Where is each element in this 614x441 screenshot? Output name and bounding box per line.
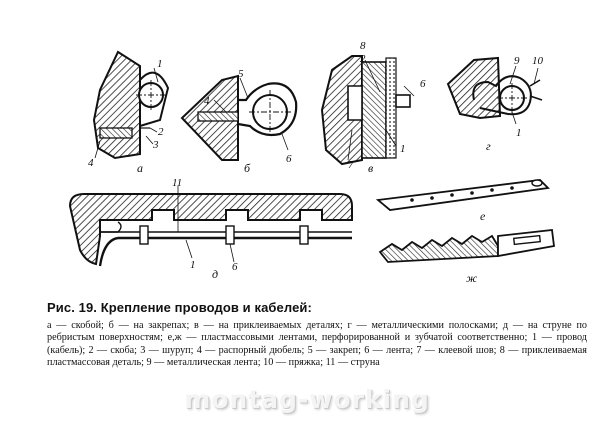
perforated-tape-e	[375, 179, 550, 211]
metal-strip-g	[472, 75, 532, 116]
hook-d	[100, 221, 122, 233]
view-d-caption: д	[212, 267, 218, 281]
bracket-v	[347, 85, 363, 121]
view-v-caption: в	[368, 161, 373, 175]
wall-section-v	[320, 55, 363, 166]
end-stud-e	[531, 179, 543, 187]
strap-d-2	[225, 225, 235, 245]
glued-part-v	[361, 61, 387, 159]
view-g-metal-strip: 9 10 1 г	[446, 55, 544, 153]
label-d-6: 6	[232, 261, 238, 273]
label-v-8: 8	[360, 40, 366, 52]
label-b-6: 6	[286, 153, 292, 165]
label-a-3: 3	[152, 139, 159, 151]
view-g-caption: г	[486, 139, 491, 153]
label-a-4: 4	[88, 157, 94, 169]
ribbed-surface-d	[68, 193, 353, 266]
view-a-caption: а	[137, 161, 143, 175]
toothed-tape-zh	[378, 234, 499, 263]
watermark: montag-working	[184, 385, 430, 414]
strap-d-3	[299, 225, 309, 245]
label-v-6: 6	[420, 78, 426, 90]
caption-legend: а — скобой; б — на закрепах; в — на прик…	[47, 320, 587, 369]
dowel-b	[197, 111, 239, 122]
label-g-9: 9	[514, 55, 520, 67]
label-a-1: 1	[157, 58, 163, 70]
staple-a	[139, 71, 170, 127]
figure-caption: Рис. 19. Крепление проводов и кабелей: а…	[47, 300, 587, 370]
fastening-diagram: 1 2 3 4 а 5 4 6 б 8 2 6 1 7 в	[68, 40, 555, 285]
view-v-glued: 8 2 6 1 7 в	[320, 40, 426, 175]
buckle-slot-zh	[512, 234, 542, 246]
clamp-b	[237, 82, 298, 137]
wall-section-a	[92, 50, 141, 160]
label-v-7: 7	[348, 159, 354, 171]
label-g-10: 10	[532, 55, 544, 67]
view-d-string: 11 1 6 д	[68, 177, 353, 281]
perforations-e	[410, 186, 514, 202]
label-d-11: 11	[172, 177, 182, 189]
buckle-g	[529, 79, 543, 101]
view-b-caption: б	[244, 161, 251, 175]
label-b-5: 5	[238, 68, 244, 80]
label-v-1: 1	[400, 143, 406, 155]
view-zh-caption: ж	[466, 271, 477, 285]
cable-bend-d	[98, 236, 119, 267]
label-b-4: 4	[204, 95, 210, 107]
view-e-caption: е	[480, 209, 486, 223]
view-zh-toothed-tape: ж	[378, 229, 555, 285]
dowel-a	[99, 127, 133, 139]
caption-title: Рис. 19. Крепление проводов и кабелей:	[47, 300, 312, 315]
view-e-perforated-tape: е	[375, 179, 550, 223]
strap-d-1	[139, 225, 149, 245]
label-a-2: 2	[158, 126, 164, 138]
tab-v	[395, 94, 411, 108]
label-d-1: 1	[190, 259, 196, 271]
label-v-2: 2	[360, 53, 366, 65]
view-a-staple: 1 2 3 4 а	[88, 50, 170, 175]
panel-v	[385, 57, 397, 159]
view-b-clamp: 5 4 6 б	[180, 68, 298, 175]
label-g-1: 1	[516, 127, 522, 139]
